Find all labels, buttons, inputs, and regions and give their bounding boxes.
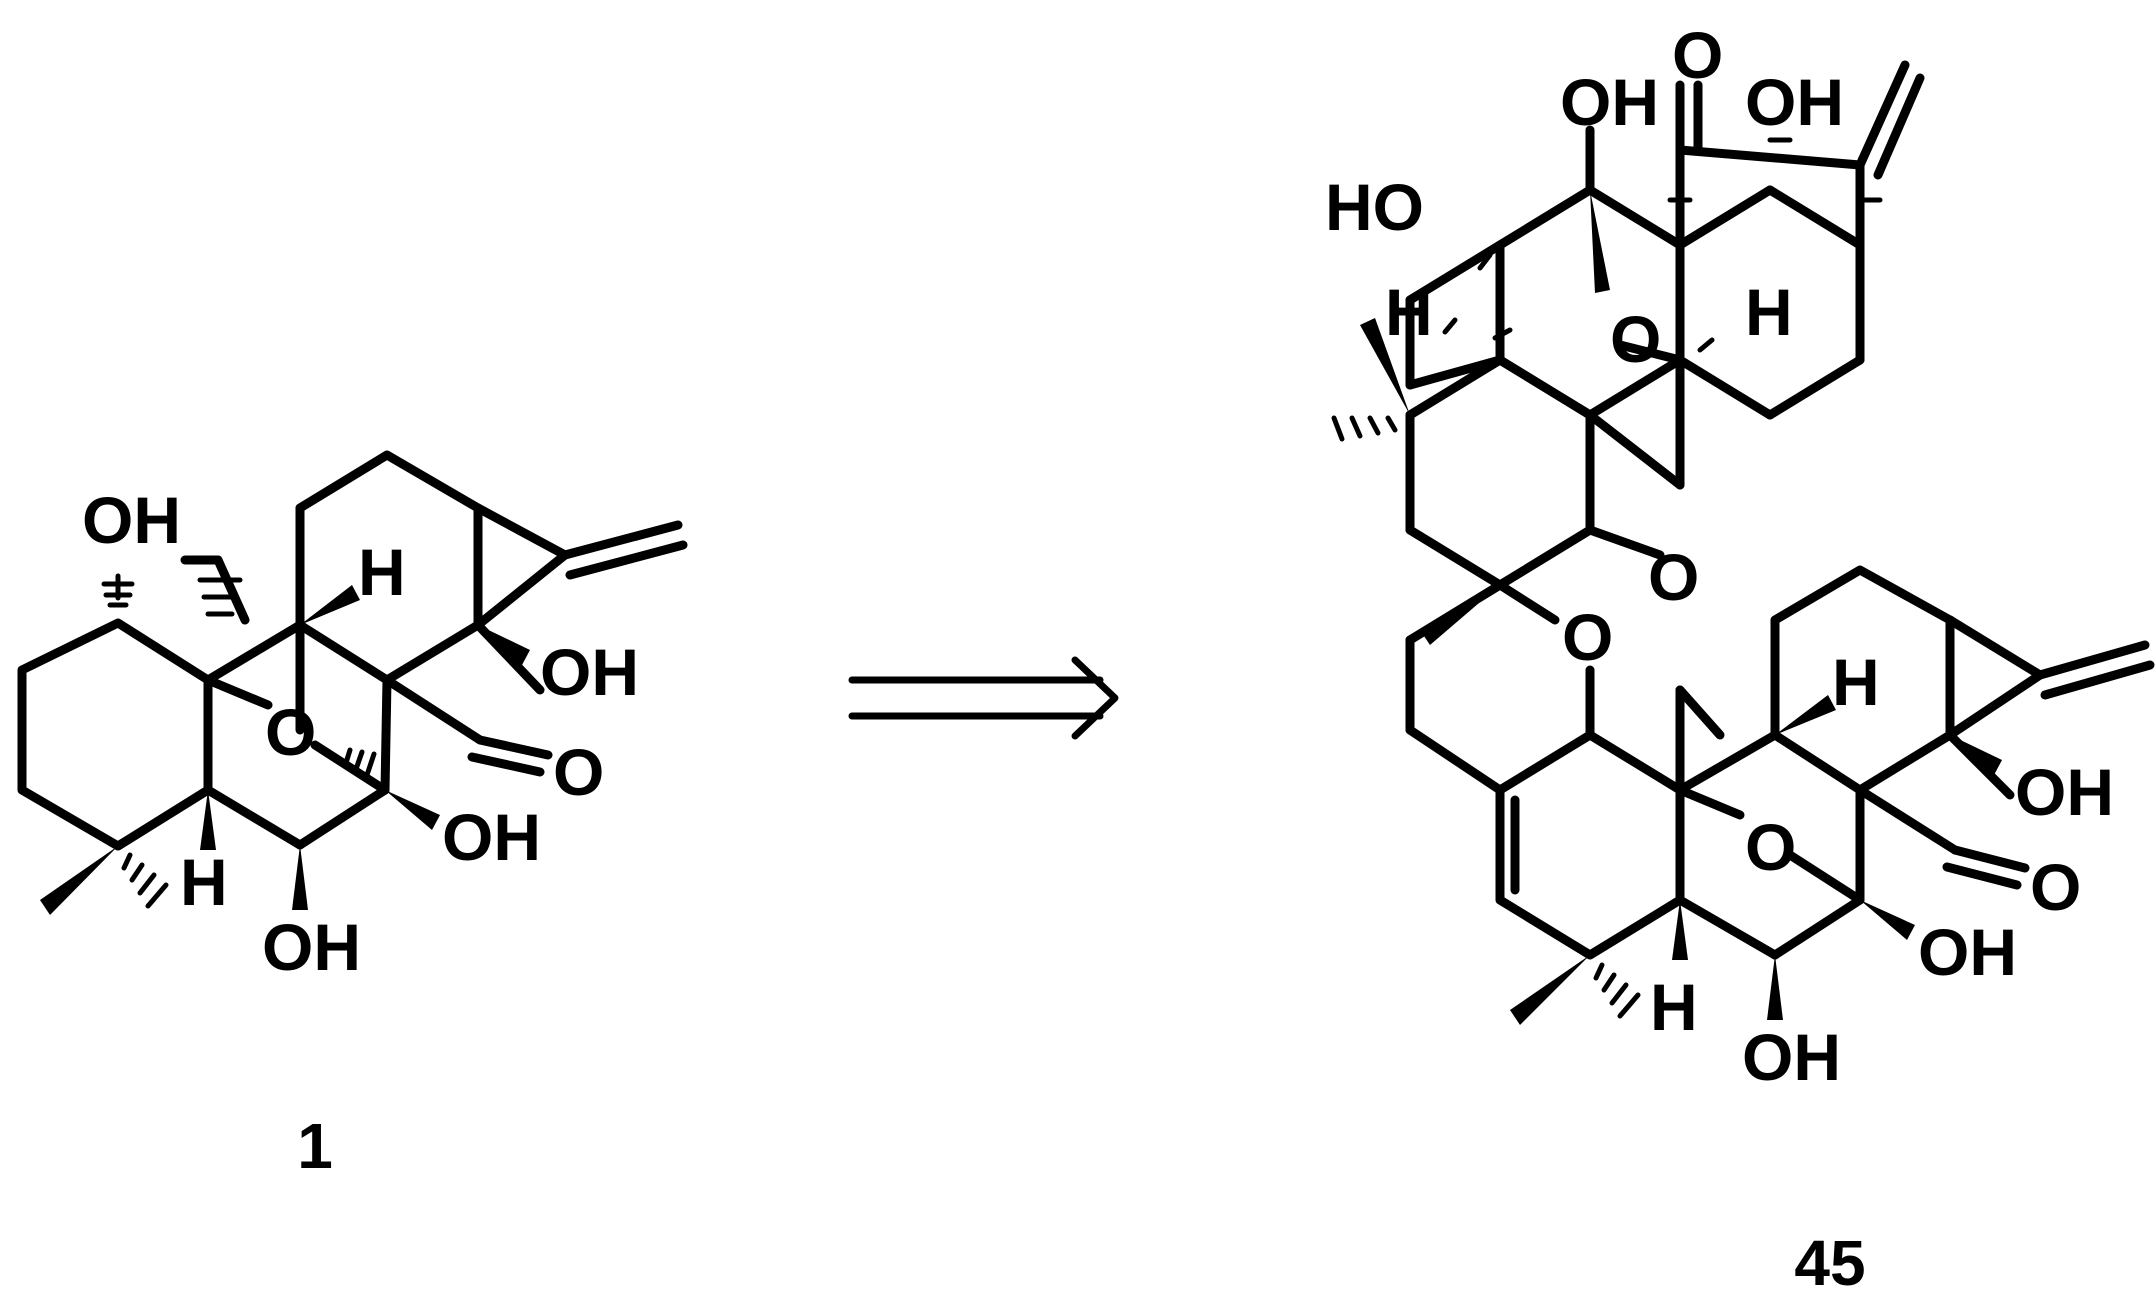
c1-hydroxyl-label: OH <box>82 483 181 557</box>
c5-hydrogen-label: H <box>180 845 228 919</box>
upper-hydroxyl-label: OH <box>1745 65 1844 139</box>
lower-c9-hydrogen-label: H <box>1832 645 1880 719</box>
lower-c14-hydroxyl-label: OH <box>2015 755 2114 829</box>
lower-c7-hydroxyl-label: OH <box>1918 915 2017 989</box>
c6-hydroxyl-label: OH <box>262 910 361 984</box>
c2-hydroxyl-label: HO <box>1325 170 1424 244</box>
retrosynthetic-arrow <box>848 656 1119 740</box>
ether-oxygen-label: O <box>265 695 316 769</box>
compound-45-structure: OH O OH HO H O H O O H O OH O OH H OH <box>1325 18 2155 1094</box>
c9-hydroxyl-label: OH <box>1560 65 1659 139</box>
upper-carbonyl-oxygen-label: O <box>1672 18 1723 92</box>
upper-hydrogen-left-label: H <box>1385 275 1433 349</box>
lower-c5-hydrogen-label: H <box>1650 970 1698 1044</box>
lower-ether-oxygen-label: O <box>1745 810 1796 884</box>
ketone-oxygen-label: O <box>1648 540 1699 614</box>
c7-hydroxyl-label: OH <box>442 800 541 874</box>
compound-1-structure: OH H O OH O OH H OH <box>17 450 688 984</box>
spiro-ether-oxygen-label: O <box>1562 600 1613 674</box>
compound-1-label: 1 <box>297 1110 333 1182</box>
lactone-carbonyl-oxygen-label: O <box>553 735 604 809</box>
lower-c6-hydroxyl-label: OH <box>1742 1020 1841 1094</box>
upper-hydrogen-right-label: H <box>1745 275 1793 349</box>
c14-hydroxyl-label: OH <box>540 635 639 709</box>
c9-hydrogen-label: H <box>358 535 406 609</box>
upper-ether-oxygen-label: O <box>1610 302 1661 376</box>
compound-45-label: 45 <box>1794 1227 1865 1296</box>
lower-lactone-carbonyl-label: O <box>2030 850 2081 924</box>
